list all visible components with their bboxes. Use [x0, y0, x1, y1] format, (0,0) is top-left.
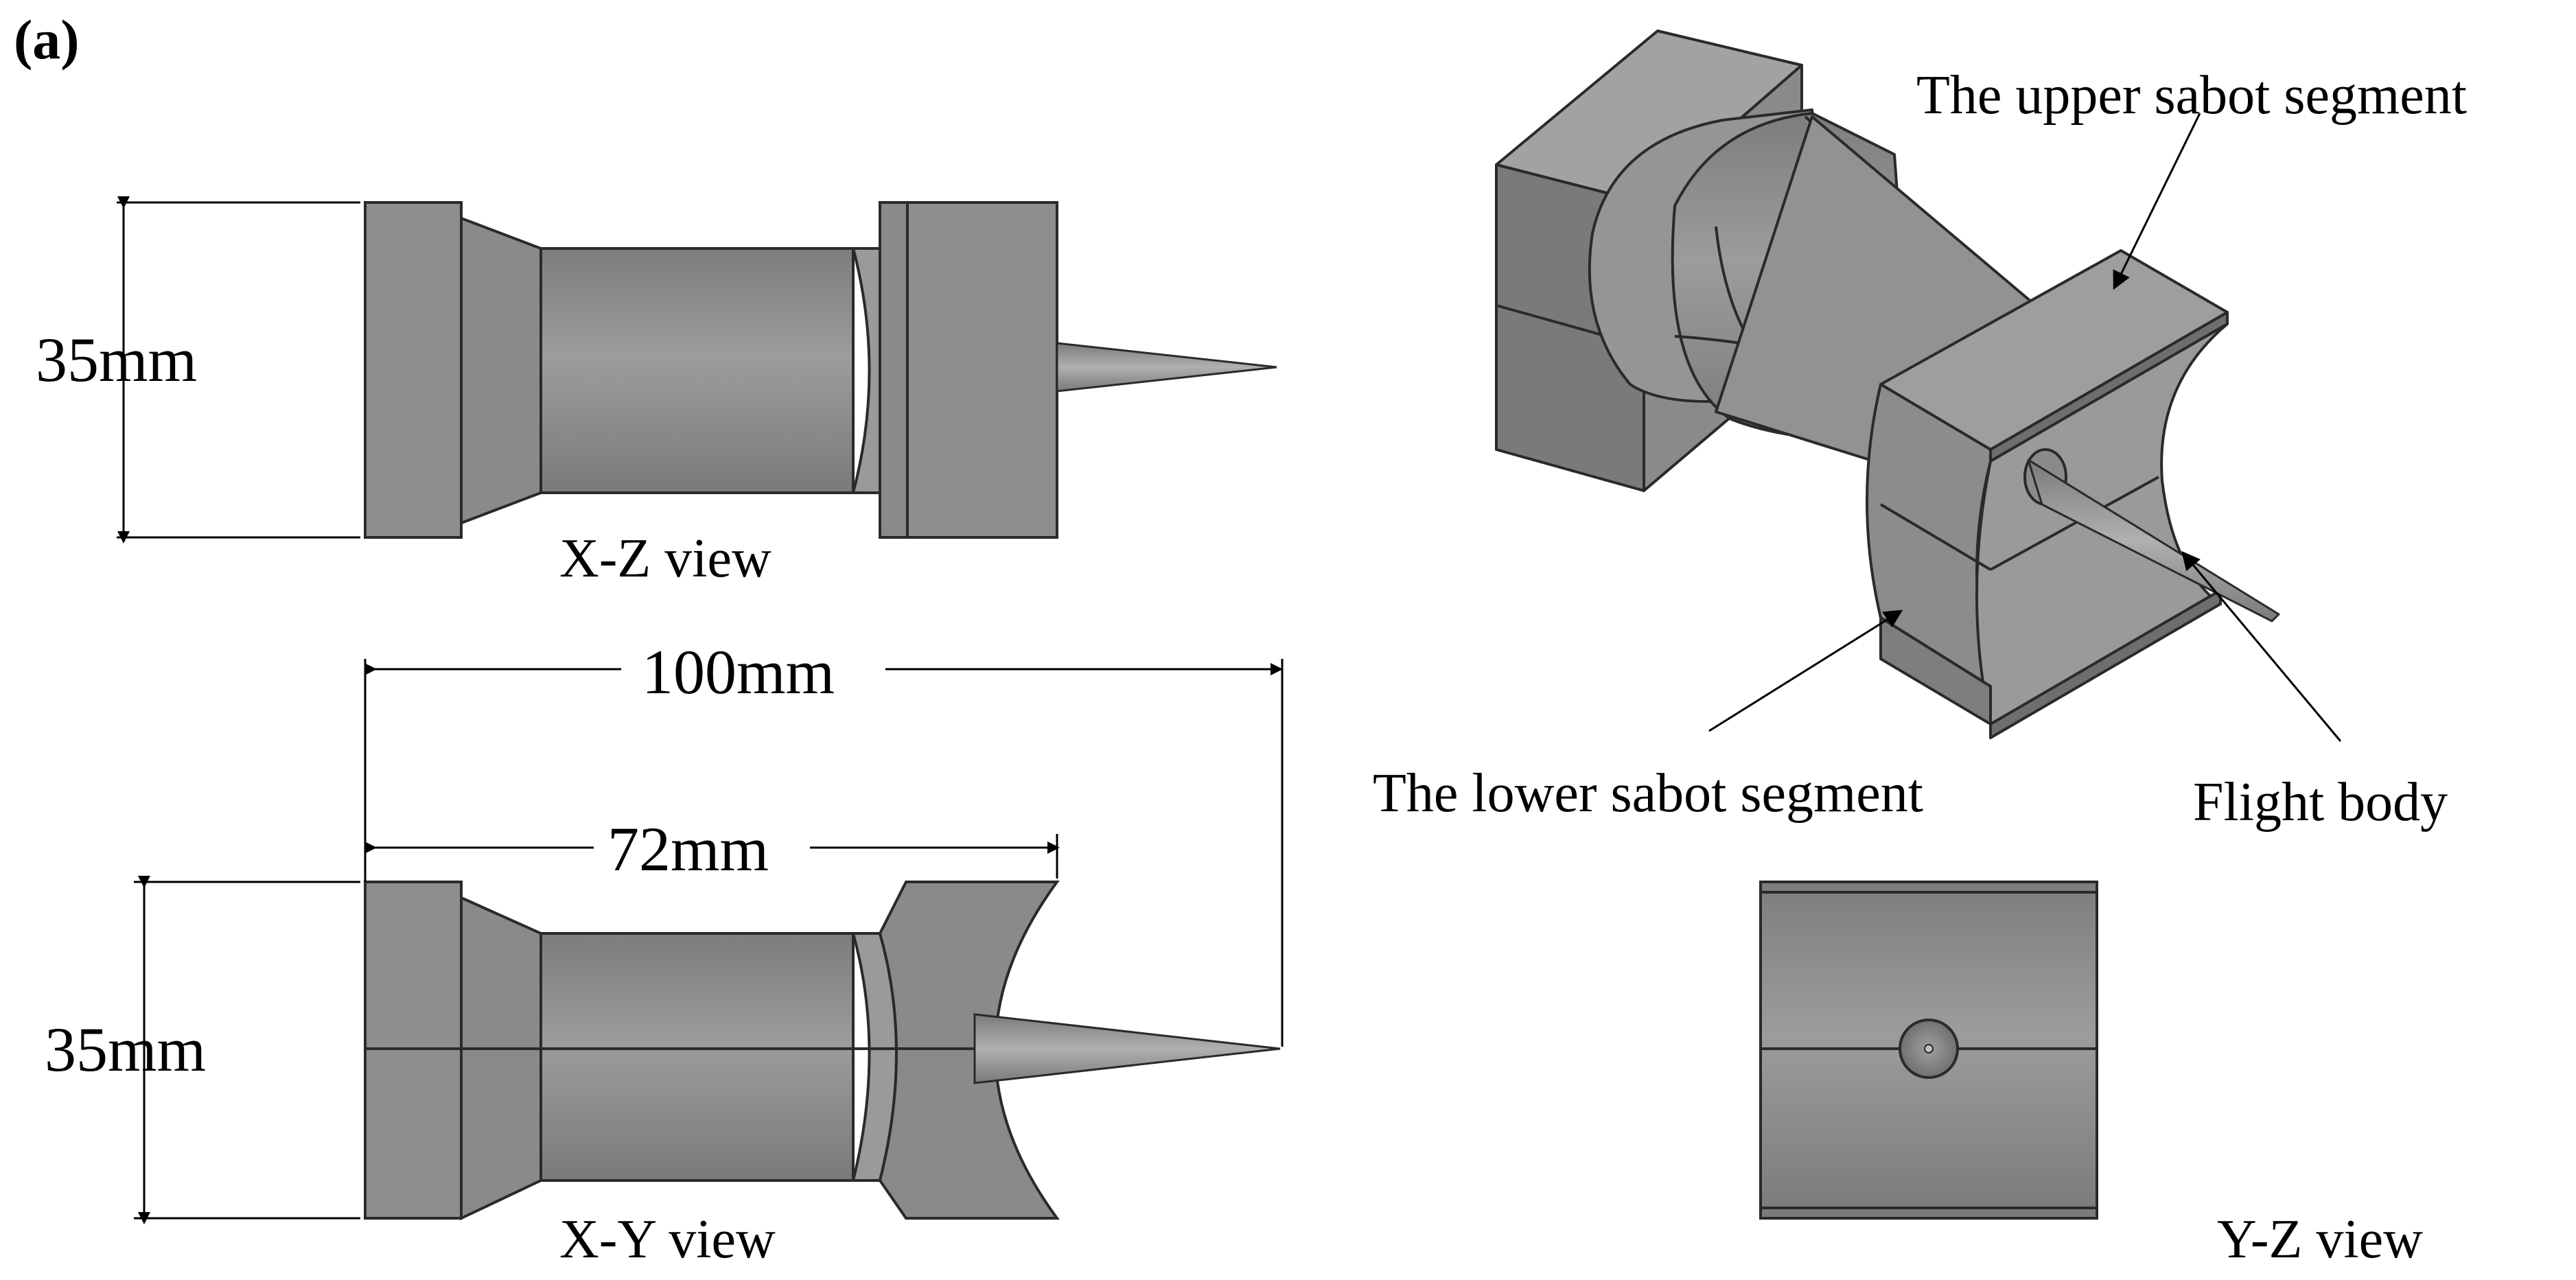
sabot-length-dimension	[364, 834, 1060, 878]
xz-view-drawing	[364, 201, 1277, 539]
panel-label: (a)	[14, 8, 80, 71]
lower-sabot-callout: The lower sabot segment	[1373, 763, 1923, 824]
xz-height-label: 35mm	[36, 325, 197, 395]
xy-height-dimension	[134, 876, 360, 1224]
xy-height-label: 35mm	[45, 1014, 206, 1084]
xz-height-dimension	[117, 196, 360, 544]
xz-view-label: X-Z view	[559, 528, 771, 589]
xy-view-label: X-Y view	[559, 1209, 776, 1270]
total-length-label: 100mm	[642, 637, 835, 707]
xy-view-drawing	[364, 881, 1281, 1221]
callout-arrows	[1708, 113, 2342, 742]
yz-view-label: Y-Z view	[2217, 1209, 2423, 1270]
isometric-sabot-drawing	[1495, 30, 2280, 739]
sabot-length-label: 72mm	[607, 814, 769, 884]
flight-body-callout: Flight body	[2193, 772, 2448, 833]
upper-sabot-callout: The upper sabot segment	[1916, 65, 2467, 126]
yz-view-drawing	[1759, 881, 2098, 1220]
